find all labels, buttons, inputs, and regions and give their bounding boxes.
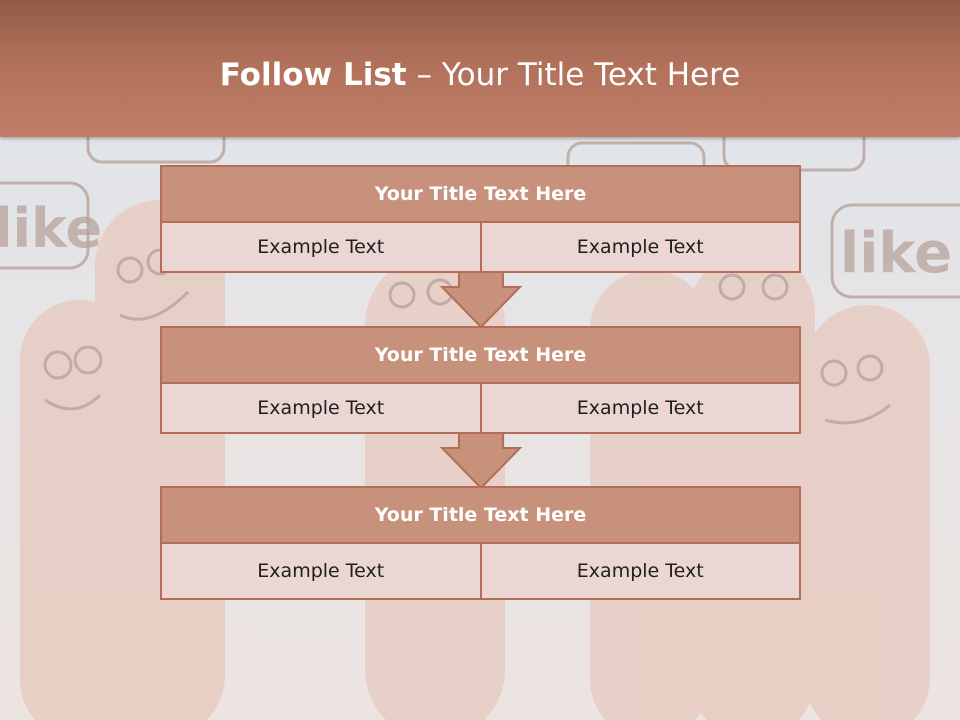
- face-eye: [718, 273, 746, 301]
- step-title: Your Title Text Here: [160, 326, 801, 384]
- face-eye: [116, 256, 144, 284]
- face-eye: [73, 345, 103, 375]
- face-eye: [761, 273, 789, 301]
- step-block: Your Title Text Here Example Text Exampl…: [160, 165, 801, 273]
- step-row: Example Text Example Text: [160, 223, 801, 273]
- finger: [95, 200, 225, 720]
- step-cell-right: Example Text: [479, 384, 799, 432]
- step-row: Example Text Example Text: [160, 544, 801, 600]
- step-row: Example Text Example Text: [160, 384, 801, 434]
- face-mouth: [44, 393, 102, 411]
- slide-title: Follow List – Your Title Text Here: [0, 55, 960, 95]
- face-mouth: [824, 403, 891, 425]
- speech-bubble: [0, 181, 90, 270]
- face-eye: [856, 354, 884, 382]
- step-cell-right: Example Text: [479, 223, 799, 271]
- step-cell-left: Example Text: [162, 544, 480, 598]
- finger: [690, 250, 815, 720]
- step-cell-right: Example Text: [479, 544, 799, 598]
- arrow-down-icon: [439, 267, 523, 329]
- speech-bubble: [830, 203, 960, 299]
- step-block: Your Title Text Here Example Text Exampl…: [160, 326, 801, 434]
- slide-title-bold: Follow List: [219, 57, 407, 93]
- like-word: like: [840, 221, 952, 286]
- face-eye: [820, 359, 848, 387]
- step-block: Your Title Text Here Example Text Exampl…: [160, 486, 801, 600]
- finger: [805, 305, 930, 720]
- step-cell-left: Example Text: [162, 384, 480, 432]
- face-mouth: [119, 290, 190, 321]
- face-eye: [43, 350, 73, 380]
- step-title: Your Title Text Here: [160, 165, 801, 223]
- arrow-down-icon: [439, 428, 523, 490]
- step-title: Your Title Text Here: [160, 486, 801, 544]
- like-word: like: [0, 197, 102, 260]
- step-cell-left: Example Text: [162, 223, 480, 271]
- title-bar: Follow List – Your Title Text Here: [0, 0, 960, 137]
- face-eye: [388, 281, 416, 309]
- slide-title-rest: – Your Title Text Here: [406, 57, 741, 93]
